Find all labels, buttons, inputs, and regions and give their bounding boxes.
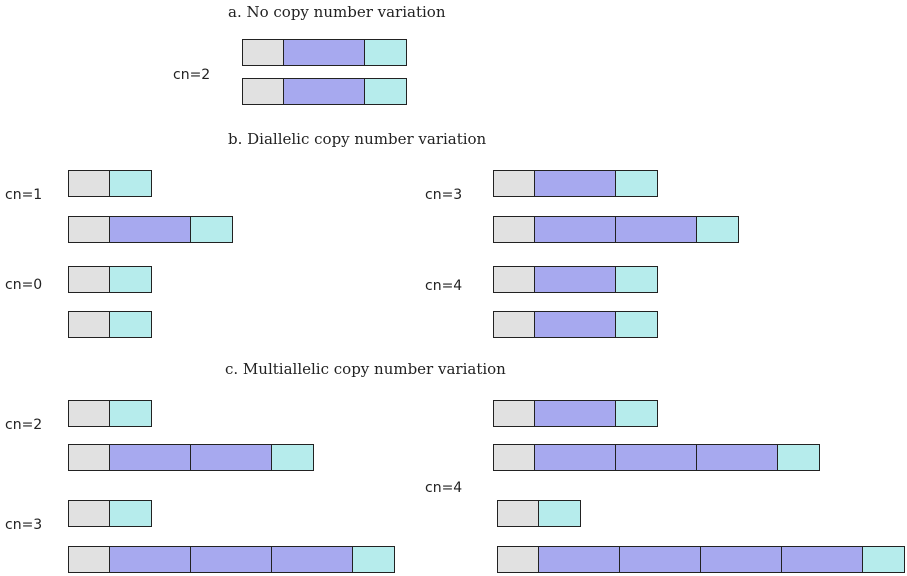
right-flank-segment	[109, 170, 152, 197]
copy-segment	[534, 266, 616, 293]
right-flank-segment	[862, 546, 905, 573]
left-flank-segment	[493, 216, 535, 243]
cn-label-c-cn4: cn=4	[425, 480, 462, 496]
cn-label-b-cn4: cn=4	[425, 278, 462, 294]
right-flank-segment	[364, 39, 407, 66]
copy-segment	[615, 216, 697, 243]
copy-segment	[700, 546, 782, 573]
copy-segment	[534, 311, 616, 338]
right-flank-segment	[696, 216, 739, 243]
copy-segment	[534, 170, 616, 197]
copy-segment	[271, 546, 353, 573]
copy-segment	[190, 444, 272, 471]
copy-segment	[781, 546, 863, 573]
left-flank-segment	[493, 311, 535, 338]
left-flank-segment	[68, 266, 110, 293]
right-flank-segment	[364, 78, 407, 105]
left-flank-segment	[68, 444, 110, 471]
left-flank-segment	[497, 546, 539, 573]
copy-segment	[109, 546, 191, 573]
cn-label-c-cn3: cn=3	[5, 517, 42, 533]
left-flank-segment	[68, 400, 110, 427]
copy-segment	[283, 39, 365, 66]
chromosome-bar	[497, 546, 905, 573]
right-flank-segment	[190, 216, 233, 243]
right-flank-segment	[615, 400, 658, 427]
chromosome-bar	[493, 311, 658, 338]
right-flank-segment	[352, 546, 395, 573]
right-flank-segment	[615, 266, 658, 293]
right-flank-segment	[109, 266, 152, 293]
chromosome-bar	[497, 500, 581, 527]
copy-segment	[283, 78, 365, 105]
chromosome-bar	[68, 444, 314, 471]
section-title-a: a. No copy number variation	[228, 3, 446, 21]
chromosome-bar	[68, 216, 233, 243]
left-flank-segment	[68, 170, 110, 197]
chromosome-bar	[493, 400, 658, 427]
cn-label-b-cn0: cn=0	[5, 277, 42, 293]
copy-segment	[534, 216, 616, 243]
copy-segment	[538, 546, 620, 573]
cn-label-b-cn1: cn=1	[5, 187, 42, 203]
left-flank-segment	[68, 500, 110, 527]
chromosome-bars	[68, 39, 905, 573]
copy-segment	[109, 444, 191, 471]
chromosome-bar	[493, 170, 658, 197]
copy-segment	[190, 546, 272, 573]
chromosome-bar	[68, 546, 395, 573]
right-flank-segment	[271, 444, 314, 471]
right-flank-segment	[109, 500, 152, 527]
copy-segment	[615, 444, 697, 471]
section-title-c: c. Multiallelic copy number variation	[225, 360, 506, 378]
copy-segment	[534, 444, 616, 471]
right-flank-segment	[777, 444, 820, 471]
cn-label-b-cn3: cn=3	[425, 187, 462, 203]
chromosome-bar	[68, 500, 152, 527]
right-flank-segment	[109, 311, 152, 338]
right-flank-segment	[615, 170, 658, 197]
cn-label-a-cn2: cn=2	[173, 67, 210, 83]
section-title-b: b. Diallelic copy number variation	[228, 130, 487, 148]
chromosome-bar	[493, 266, 658, 293]
right-flank-segment	[109, 400, 152, 427]
left-flank-segment	[497, 500, 539, 527]
right-flank-segment	[538, 500, 581, 527]
chromosome-bar	[68, 311, 152, 338]
left-flank-segment	[493, 266, 535, 293]
left-flank-segment	[493, 170, 535, 197]
chromosome-bar	[493, 444, 820, 471]
left-flank-segment	[68, 311, 110, 338]
copy-segment	[109, 216, 191, 243]
left-flank-segment	[493, 444, 535, 471]
copy-segment	[696, 444, 778, 471]
chromosome-bar	[68, 170, 152, 197]
copy-segment	[534, 400, 616, 427]
chromosome-bar	[68, 400, 152, 427]
chromosome-bar	[68, 266, 152, 293]
left-flank-segment	[68, 546, 110, 573]
chromosome-bar	[493, 216, 739, 243]
chromosome-bar	[242, 39, 407, 66]
chromosome-bar	[242, 78, 407, 105]
cn-label-c-cn2: cn=2	[5, 417, 42, 433]
left-flank-segment	[493, 400, 535, 427]
left-flank-segment	[242, 39, 284, 66]
copy-segment	[619, 546, 701, 573]
right-flank-segment	[615, 311, 658, 338]
left-flank-segment	[68, 216, 110, 243]
left-flank-segment	[242, 78, 284, 105]
